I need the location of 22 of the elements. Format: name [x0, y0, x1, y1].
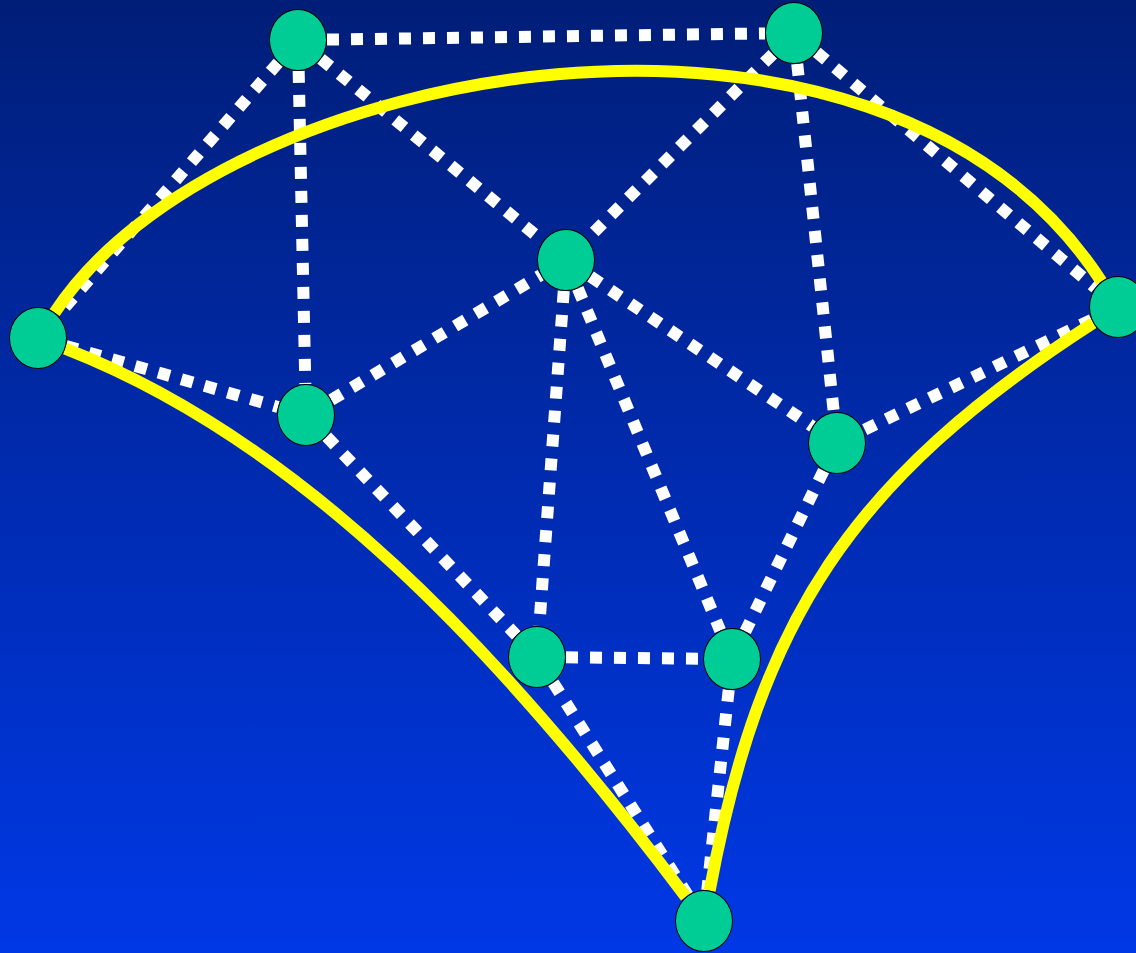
node-circle — [765, 2, 823, 64]
node-circle — [1089, 276, 1136, 338]
node-circle — [808, 412, 866, 474]
node-circle — [277, 384, 335, 446]
dotted-connector — [791, 63, 840, 413]
curved-connector — [703, 318, 1097, 892]
dotted-connector — [587, 271, 816, 432]
curved-connector — [62, 343, 691, 901]
dotted-connector — [328, 269, 544, 406]
dotted-connector — [572, 286, 726, 633]
node-circle — [703, 628, 761, 690]
curved-connector — [50, 65, 1107, 317]
node-circle — [508, 626, 566, 688]
dotted-connector — [322, 432, 521, 640]
node-circle — [269, 9, 327, 71]
dotted-connector — [739, 467, 830, 635]
dotted-connector — [326, 27, 766, 46]
node-circle — [537, 229, 595, 291]
dotted-connector — [701, 689, 735, 891]
node-circle — [675, 890, 733, 952]
dotted-connector — [292, 70, 312, 385]
node-circle — [9, 307, 67, 369]
